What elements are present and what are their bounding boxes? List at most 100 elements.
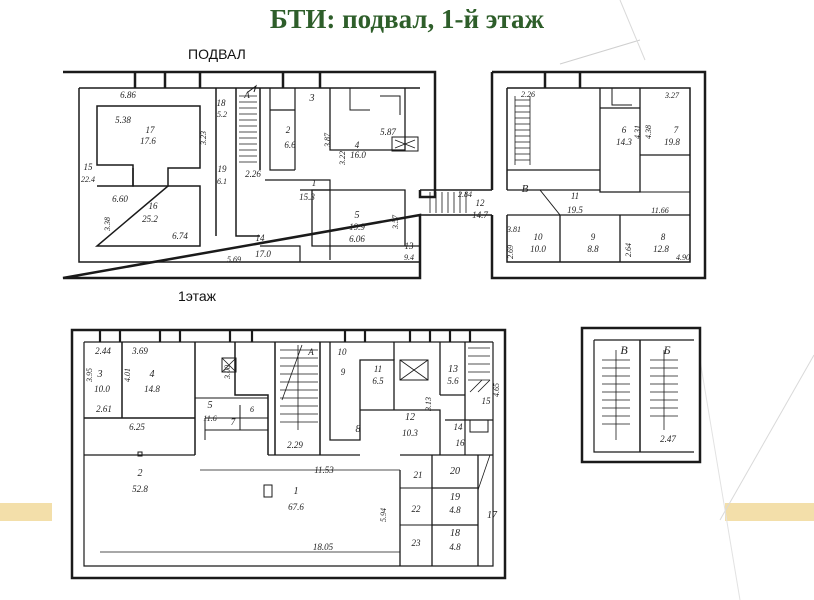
basement-label-15: 5.87 [380,127,396,137]
basement-label-56: 2.69 [506,245,515,259]
basement-label-36: 13 [405,241,415,251]
floor1-label-32: 2 [138,468,143,479]
basement-label-27: 3.38 [103,217,112,232]
floor1-label-26: 5.6 [447,376,459,386]
basement-label-57: 9 [591,232,596,242]
basement-label-19: 19 [218,164,228,174]
basement-label-3: 17 [146,125,156,135]
floor1-label-10: 3.00 [223,365,232,380]
basement-label-6: 18 [217,98,227,108]
floor1-label-37: 5.94 [379,508,388,522]
basement-label-51: 19.5 [567,205,583,215]
floor1-label-7: 4 [150,369,155,380]
floor1-label-2: 3.69 [131,346,148,356]
basement-label-7: 5.2 [217,110,227,119]
basement-label-24: 6.60 [112,194,128,204]
floor1-label-9: 2.61 [96,404,112,414]
floor1-label-20: 6.5 [372,376,384,386]
floor1-label-12: 11.6 [203,414,216,423]
accent-band-left [0,503,52,521]
basement-label-11: 6.6 [284,140,296,150]
basement-label-35: 5.69 [227,255,241,264]
accent-band-right [725,503,814,521]
floor1-label-6: 4.01 [123,368,132,382]
floor1-label-16: 2.29 [287,440,303,450]
basement-label-32: 3.57 [391,214,400,230]
basement-label-17: 15 [84,162,94,172]
floor1-label-13: 6 [250,405,254,414]
basement-label-54: 10 [534,232,544,242]
basement-label-2: 5.38 [115,115,131,125]
basement-label-10: 2 [286,125,291,135]
floor1-label-25: 13 [448,364,458,375]
floor1-label-4: 3 [97,369,103,380]
basement-label-62: 4.90 [676,253,690,262]
basement-label-42: 3.27 [664,91,680,100]
basement-label-41: 2.26 [521,90,535,99]
floor1-label-44: 23 [412,538,422,548]
basement-label-16: 3.22 [338,151,347,166]
floor1-label-43: 17 [487,510,498,521]
basement-label-47: 7 [674,125,679,135]
basement-label-31: 6.06 [349,234,365,244]
floor1-label-28: 4.65 [492,383,501,397]
floor1-label-14: 7 [231,417,236,427]
floor1-label: 1этаж [178,288,217,304]
floor1-label-1: 2.44 [95,346,111,356]
floor1-label-27: 15 [482,396,492,406]
basement-label-43: 6 [622,125,627,135]
floor1-label-50: 2.47 [660,434,676,444]
basement-label-21: 2.26 [245,169,261,179]
basement-label-48: 19.8 [664,137,680,147]
basement-label-61: 12.8 [653,244,669,254]
basement-label-18: 22.4 [81,175,95,184]
basement-label-5: 3.23 [199,131,208,146]
basement-label-46: 4.38 [644,125,653,139]
floor1-label-36: 67.6 [288,502,304,512]
basement-label-20: 6.1 [217,177,227,186]
basement-label-14: 16.0 [350,150,366,160]
basement-plan [62,70,707,280]
basement-label-55: 10.0 [530,244,546,254]
floor1-label-49: Б [662,343,670,357]
floor1-label-34: 11.53 [314,465,334,475]
basement-label-37: 9.4 [404,253,414,262]
floor1-label-45: 18 [450,528,460,539]
basement-label-38: 2.84 [458,190,472,199]
floor1-label-8: 14.8 [144,384,160,394]
floor1-label-3: 3.95 [85,368,94,383]
basement-label-13: 4 [355,140,360,150]
floor1-label-22: 12 [405,412,415,423]
floor1-label-5: 10.0 [94,384,110,394]
floor1-label-33: 52.8 [132,484,148,494]
basement-label-49: B [522,183,529,195]
basement-label-28: 6.74 [172,231,188,241]
basement-label-22: 1 [312,178,317,188]
basement-label-29: 5 [355,210,360,221]
basement-label-1: 6.86 [120,90,136,100]
floor1-label-47: 18.05 [313,542,334,552]
floor1-label-17: 10 [338,347,348,357]
basement-label-59: 2.64 [624,243,633,257]
floor1-label-30: 16 [456,438,466,448]
basement-label-44: 14.3 [616,137,632,147]
basement-label-40: 14.7 [472,210,488,220]
floor1-label-29: 14 [454,422,464,432]
basement-label-4: 17.6 [140,136,156,146]
basement-label-12: 3.87 [323,132,332,148]
basement-label-58: 8.8 [587,244,599,254]
annex-plan [580,326,702,464]
floor1-label-40: 22 [412,504,422,514]
floor1-label-48: B [620,343,628,357]
basement-label-39: 12 [476,198,486,208]
basement-label-23: 15.3 [299,192,315,202]
floor1-label-23: 10.3 [402,428,418,438]
floor1-plan [70,328,507,580]
floor1-label-46: 4.8 [449,542,461,552]
floor1-label-38: 21 [414,470,423,480]
floor1-label-11: 5 [208,400,213,411]
basement-label-60: 8 [661,232,666,242]
basement-label-8: A [243,90,250,100]
